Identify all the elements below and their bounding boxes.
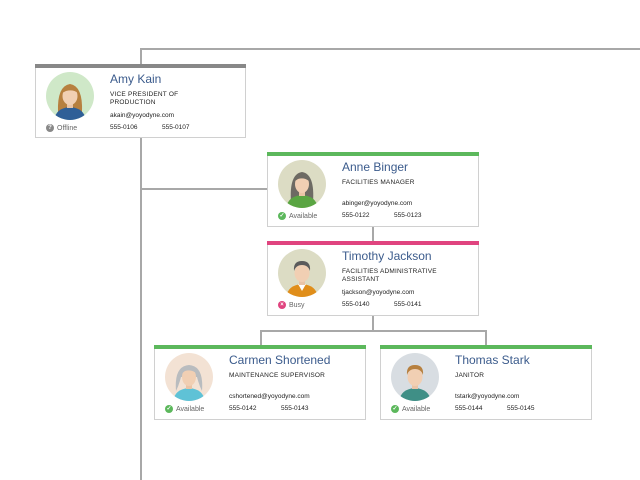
avatar [165,353,213,401]
person-card-anne-binger[interactable]: ✓ Available Anne Binger FACILITIES MANAG… [267,152,479,227]
connector-line [260,330,262,346]
status-label: Available [289,212,318,220]
person-phone[interactable]: 555-0144 [455,405,483,412]
status-bar [267,152,479,156]
person-phone[interactable]: 555-0107 [162,124,190,131]
person-email[interactable]: akain@yoyodyne.com [110,112,175,119]
status-indicator: × Busy [278,301,342,309]
person-phone[interactable]: 555-0142 [229,405,257,412]
x-icon: × [278,301,286,309]
person-title: FACILITIES ADMINISTRATIVE ASSISTANT [342,268,437,283]
person-email[interactable]: tstark@yoyodyne.com [455,393,520,400]
status-indicator: ✓ Available [278,212,342,220]
person-card-carmen-shortened[interactable]: ✓ Available Carmen Shortened MAINTENANCE… [154,345,366,420]
connector-line [372,227,374,242]
person-title: MAINTENANCE SUPERVISOR [229,372,326,379]
person-phone[interactable]: 555-0123 [394,212,422,219]
status-label: Available [176,405,205,413]
female-avatar-icon [286,172,318,208]
person-phone[interactable]: 555-0143 [281,405,309,412]
person-card-amy-kain[interactable]: ? Offline Amy Kain VICE PRESIDENT OF PRO… [35,64,246,138]
connector-line [485,330,487,346]
person-phone[interactable]: 555-0145 [507,405,535,412]
status-bar [267,241,479,245]
connector-line [140,48,640,50]
status-bar [35,64,246,68]
male-avatar-icon [399,365,431,401]
avatar [278,160,326,208]
connector-line [260,330,486,332]
female-avatar-icon [54,84,86,120]
connector-line [372,316,374,330]
status-indicator: ✓ Available [391,405,455,413]
status-indicator: ✓ Available [165,405,229,413]
avatar [391,353,439,401]
person-email[interactable]: cshortened@yoyodyne.com [229,393,310,400]
male-avatar-icon [286,261,318,297]
status-bar [380,345,592,349]
person-title: JANITOR [455,372,485,379]
female-avatar-icon [173,365,205,401]
person-phone[interactable]: 555-0106 [110,124,138,131]
person-email[interactable]: abinger@yoyodyne.com [342,200,413,207]
person-title: VICE PRESIDENT OF PRODUCTION [110,91,179,106]
person-email[interactable]: tjackson@yoyodyne.com [342,289,415,296]
person-phone[interactable]: 555-0140 [342,301,370,308]
question-icon: ? [46,124,54,132]
person-name[interactable]: Carmen Shortened [229,353,331,367]
avatar [278,249,326,297]
status-label: Busy [289,301,305,309]
person-phone[interactable]: 555-0122 [342,212,370,219]
check-icon: ✓ [391,405,399,413]
person-card-thomas-stark[interactable]: ✓ Available Thomas Stark JANITOR tstark@… [380,345,592,420]
check-icon: ✓ [165,405,173,413]
person-phone[interactable]: 555-0141 [394,301,422,308]
check-icon: ✓ [278,212,286,220]
connector-line [140,188,268,190]
person-name[interactable]: Amy Kain [110,72,162,86]
connector-line [140,48,142,480]
person-name[interactable]: Anne Binger [342,160,409,174]
person-card-timothy-jackson[interactable]: × Busy Timothy Jackson FACILITIES ADMINI… [267,241,479,316]
person-title: FACILITIES MANAGER [342,179,415,186]
status-indicator: ? Offline [46,124,110,132]
status-bar [154,345,366,349]
status-label: Available [402,405,431,413]
person-name[interactable]: Timothy Jackson [342,249,432,263]
person-name[interactable]: Thomas Stark [455,353,530,367]
status-label: Offline [57,124,78,132]
avatar [46,72,94,120]
